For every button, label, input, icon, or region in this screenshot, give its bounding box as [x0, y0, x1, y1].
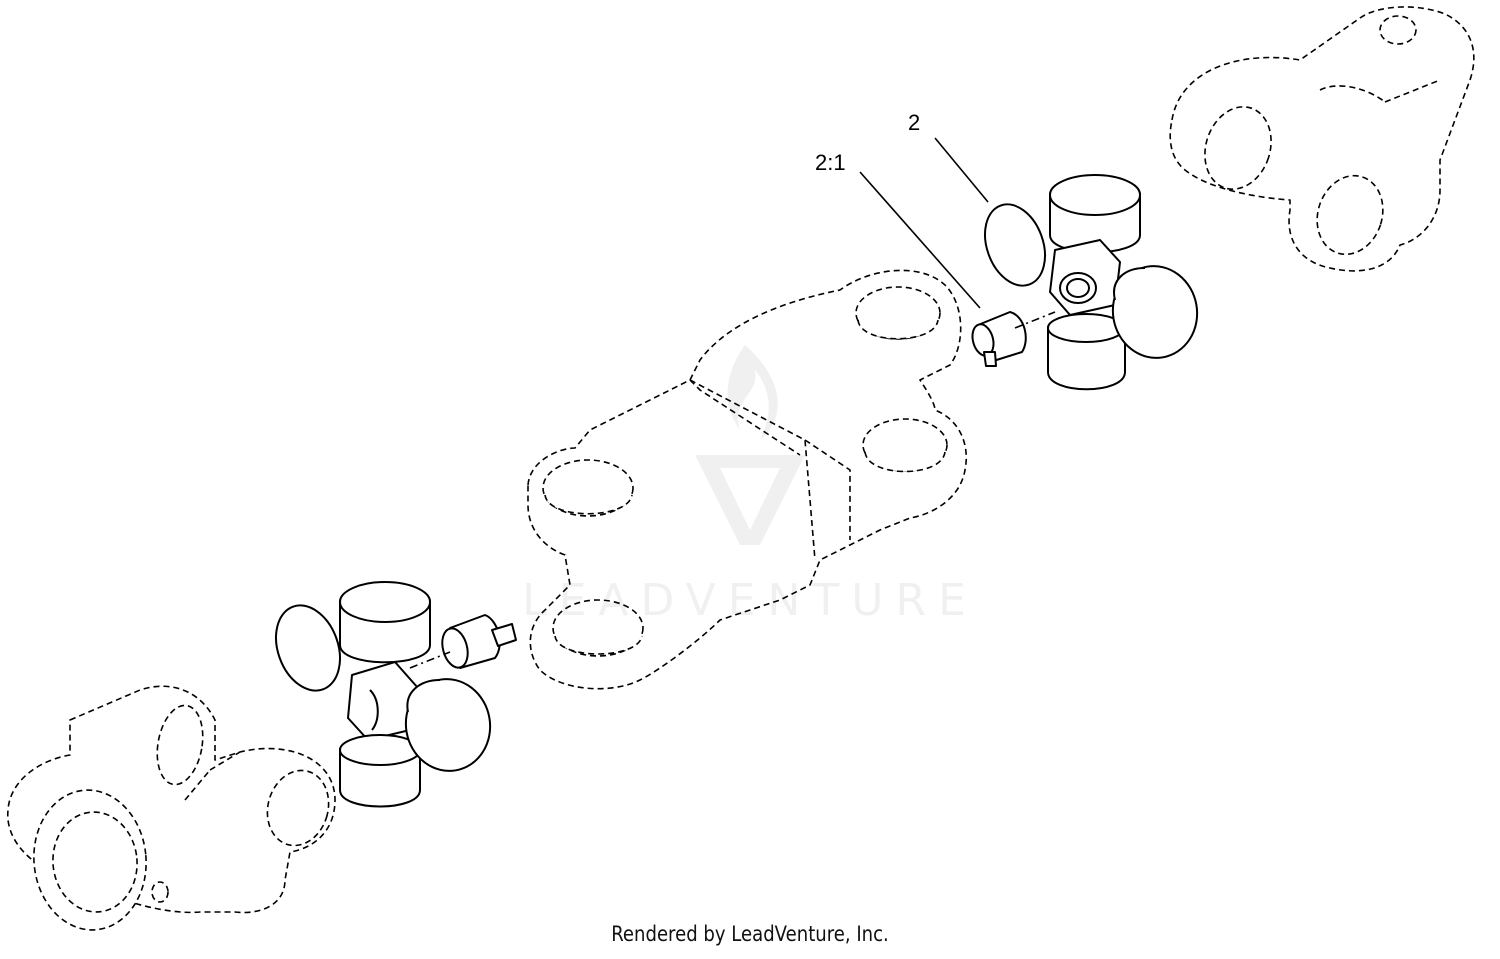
- upper-right-yoke: [1169, 6, 1475, 272]
- watermark-brand-text: LEADVENTURE: [522, 575, 978, 626]
- upper-universal-joint-cross: [984, 174, 1199, 391]
- callout-part-2: 2: [908, 110, 920, 135]
- lower-grease-fitting: [441, 614, 517, 669]
- leader-line-part-2: [934, 137, 989, 203]
- lower-left-yoke: [7, 685, 336, 931]
- upper-grease-fitting: [971, 311, 1027, 367]
- callout-part-2-1: 2:1: [815, 150, 846, 175]
- watermark-flame-icon: [727, 345, 778, 440]
- center-double-yoke: [527, 269, 967, 690]
- leader-line-part-2-1: [859, 171, 981, 309]
- leadventure-watermark: LEADVENTURE: [522, 345, 978, 626]
- watermark-v-icon: [695, 455, 805, 545]
- leader-lines: [409, 137, 1056, 669]
- footer-credit: Rendered by LeadVenture, Inc.: [611, 922, 889, 946]
- lower-universal-joint-cross: [275, 581, 492, 808]
